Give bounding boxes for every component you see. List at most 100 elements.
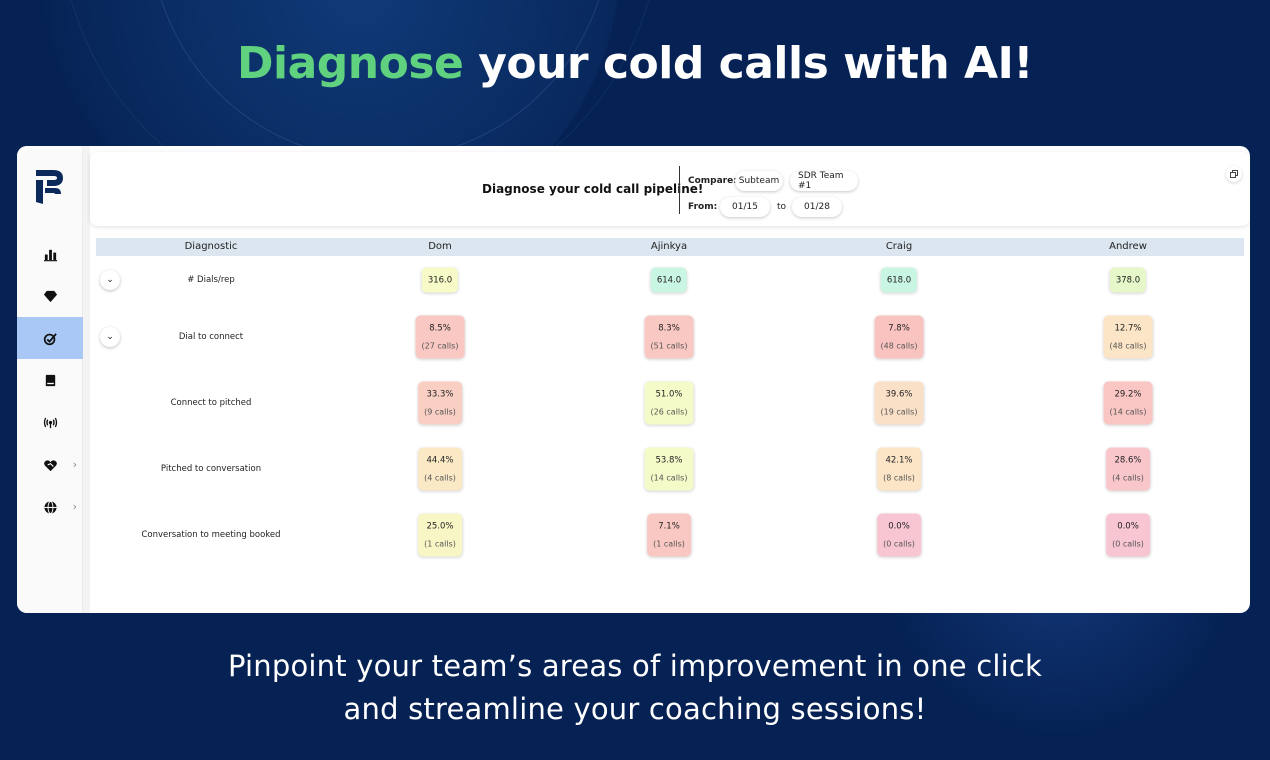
row-label: Conversation to meeting booked <box>141 530 281 540</box>
column-header-dom: Dom <box>428 241 452 252</box>
metric-value: 8.3% <box>658 323 680 334</box>
metric-value: 25.0% <box>426 521 454 532</box>
metric-cell[interactable]: 8.3%(51 calls) <box>644 315 694 359</box>
to-date-picker[interactable]: 01/28 <box>792 197 842 217</box>
sidebar-item-heart-handshake[interactable]: › <box>17 444 83 486</box>
row-label: Dial to connect <box>178 332 244 342</box>
metric-value: 8.5% <box>429 323 451 334</box>
row-expand-button[interactable]: ⌄ <box>100 327 120 347</box>
chevron-down-icon: ⌄ <box>106 275 114 285</box>
sidebar-item-check-target[interactable] <box>17 317 83 359</box>
metric-call-count: (26 calls) <box>650 407 688 417</box>
metric-call-count: (0 calls) <box>1112 539 1144 549</box>
row-label: Pitched to conversation <box>160 464 262 474</box>
metric-call-count: (19 calls) <box>880 407 918 417</box>
metric-cell[interactable]: 51.0% (26 calls) <box>644 381 694 425</box>
metric-value: 0.0% <box>888 521 910 532</box>
row-label: # Dials/rep <box>187 275 235 285</box>
metric-value: 7.8% <box>888 323 910 334</box>
app-window: ›› Diagnose your cold call pipeline! Com… <box>17 146 1250 613</box>
hero-subtitle: Pinpoint your team’s areas of improvemen… <box>0 645 1270 731</box>
chevron-right-icon: › <box>72 500 77 513</box>
metric-call-count: (48 calls) <box>1109 341 1147 351</box>
sidebar: ›› <box>17 146 83 613</box>
compare-subteam-select[interactable]: Subteam <box>735 171 783 191</box>
hero-title-rest: your cold calls with AI! <box>463 38 1033 89</box>
metric-call-count: (27 calls) <box>421 341 459 351</box>
metric-cell[interactable]: 618.0 <box>880 267 918 293</box>
metric-value: 53.8% <box>655 455 683 466</box>
from-date-picker[interactable]: 01/15 <box>720 197 770 217</box>
metric-value: 618.0 <box>886 275 912 285</box>
sidebar-item-globe[interactable]: › <box>17 486 83 528</box>
metric-value: 614.0 <box>656 275 682 285</box>
app-logo-icon <box>36 170 63 204</box>
metric-cell[interactable]: 316.0 <box>421 267 459 293</box>
sidebar-item-diamond[interactable] <box>17 275 83 317</box>
metric-value: 42.1% <box>885 455 913 466</box>
header-divider <box>679 166 680 214</box>
metric-cell[interactable]: 44.4% (4 calls) <box>418 447 462 491</box>
metric-cell[interactable]: 7.1% (1 calls) <box>647 513 691 557</box>
metric-call-count: (14 calls) <box>1109 407 1147 417</box>
metric-cell[interactable]: 0.0% (0 calls) <box>1106 513 1150 557</box>
hero-title-accent: Diagnose <box>236 38 464 89</box>
metric-call-count: (4 calls) <box>424 473 456 483</box>
metric-cell[interactable]: 29.2% (14 calls) <box>1103 381 1153 425</box>
metric-value: 0.0% <box>1117 521 1139 532</box>
sidebar-item-bar-chart[interactable] <box>17 233 83 275</box>
diagnose-header: Diagnose your cold call pipeline! Compar… <box>90 152 1250 226</box>
column-header-diagnostic: Diagnostic <box>184 241 238 252</box>
diamond-icon <box>43 289 58 304</box>
metric-value: 29.2% <box>1114 389 1142 400</box>
metric-call-count: (0 calls) <box>883 539 915 549</box>
hero-title: Diagnose your cold calls with AI! <box>0 38 1270 89</box>
metric-cell[interactable]: 33.3% (9 calls) <box>418 381 462 425</box>
metric-cell[interactable]: 25.0%(1 calls) <box>418 513 462 557</box>
metric-cell[interactable]: 28.6%(4 calls) <box>1106 447 1150 491</box>
column-header-andrew: Andrew <box>1109 241 1147 252</box>
metric-cell[interactable]: 39.6% (19 calls) <box>874 381 924 425</box>
metric-value: 33.3% <box>426 389 454 400</box>
metric-value: 12.7% <box>1114 323 1142 334</box>
broadcast-icon <box>43 415 58 430</box>
heart-handshake-icon <box>43 458 58 473</box>
metric-call-count: (48 calls) <box>880 341 918 351</box>
compare-label: Compare: <box>688 176 737 186</box>
metric-value: 39.6% <box>885 389 913 400</box>
metric-cell[interactable]: 42.1% (8 calls) <box>877 447 921 491</box>
metric-value: 51.0% <box>655 389 683 400</box>
metric-cell[interactable]: 614.0 <box>650 267 688 293</box>
copy-icon[interactable] <box>1226 166 1242 182</box>
metric-call-count: (8 calls) <box>883 473 915 483</box>
from-label: From: <box>688 202 718 212</box>
metric-call-count: (4 calls) <box>1112 473 1144 483</box>
metric-value: 7.1% <box>658 521 680 532</box>
column-header-ajinkya: Ajinkya <box>650 241 688 252</box>
metric-call-count: (9 calls) <box>424 407 456 417</box>
sidebar-item-book[interactable] <box>17 359 83 401</box>
chevron-right-icon: › <box>72 458 77 471</box>
metric-cell[interactable]: 7.8% (48 calls) <box>874 315 924 359</box>
book-icon <box>43 373 58 388</box>
metric-cell[interactable]: 12.7% (48 calls) <box>1103 315 1153 359</box>
metric-cell[interactable]: 8.5% (27 calls) <box>415 315 465 359</box>
metric-value: 378.0 <box>1115 275 1141 285</box>
page-title: Diagnose your cold call pipeline! <box>482 182 704 196</box>
row-expand-button[interactable]: ⌄ <box>100 270 120 290</box>
to-label: to <box>777 202 787 212</box>
team-select[interactable]: SDR Team #1 <box>790 171 858 191</box>
metric-value: 44.4% <box>426 455 454 466</box>
metric-value: 316.0 <box>427 275 453 285</box>
chevron-down-icon: ⌄ <box>106 332 114 342</box>
metric-cell[interactable]: 378.0 <box>1109 267 1147 293</box>
bar-chart-icon <box>43 247 58 262</box>
hero-subtitle-line2: and streamline your coaching sessions! <box>343 692 927 726</box>
sidebar-item-broadcast[interactable] <box>17 401 83 443</box>
metric-cell[interactable]: 53.8%(14 calls) <box>644 447 694 491</box>
hero-subtitle-line1: Pinpoint your team’s areas of improvemen… <box>227 649 1043 683</box>
metric-call-count: (1 calls) <box>653 539 685 549</box>
metric-cell[interactable]: 0.0% (0 calls) <box>877 513 921 557</box>
sidebar-gutter <box>83 146 90 613</box>
